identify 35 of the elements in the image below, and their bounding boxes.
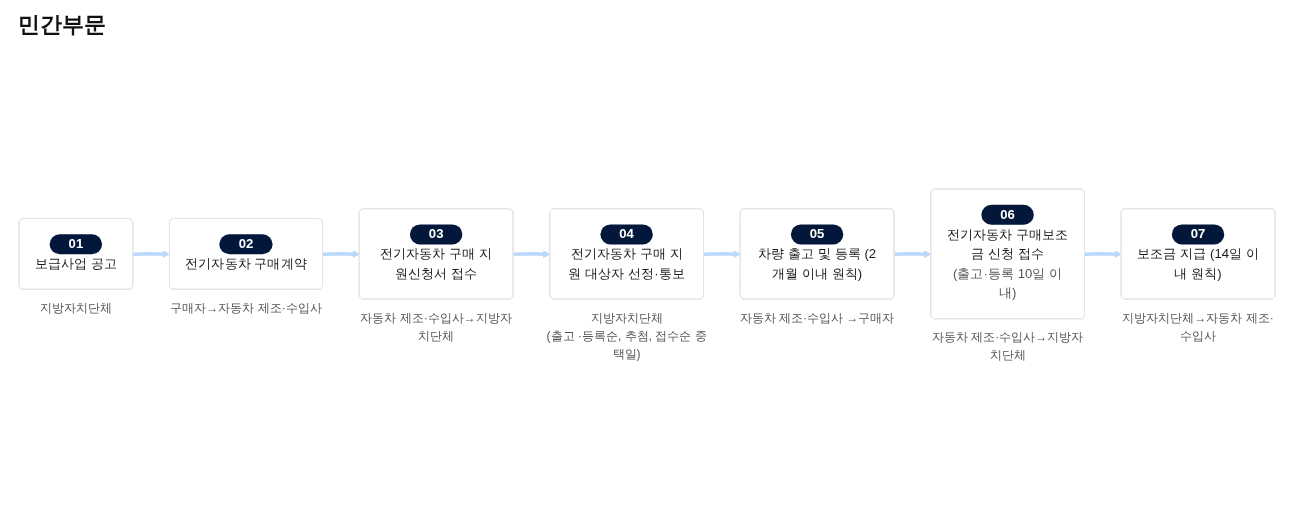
arrow — [133, 249, 171, 258]
process-box — [169, 217, 323, 290]
process-box — [549, 207, 704, 300]
step-caption: 지방자치단체 — [38, 299, 113, 317]
step-label: 전기자동차 구매 지원 대상자 선정·통보 — [568, 245, 685, 280]
step-caption: 구매자→자동차 제조·수입사 — [169, 299, 323, 317]
step-caption: (출고 ·등록순, 추첨, 접수순 중 택일) — [546, 327, 707, 363]
step-caption: 지방자치단체 — [589, 309, 664, 327]
step-caption: 자동차 제조·수입사→지방자치단체 — [359, 309, 513, 345]
step-label: 전기자동차 구매계약 — [185, 255, 307, 271]
step-number-badge: 07 — [1171, 224, 1225, 244]
arrow — [894, 249, 932, 258]
arrow — [703, 249, 741, 258]
step-caption: 지방자치단체→자동차 제조·수입사 — [1121, 309, 1275, 345]
step-number-badge: 05 — [790, 224, 844, 244]
arrow — [513, 249, 551, 258]
step-caption: 자동차 제조·수입사 →구매자 — [738, 309, 896, 327]
arrow — [322, 249, 361, 258]
step-label: 보조금 지급 (14일 이내 원칙) — [1137, 245, 1259, 280]
process-box — [930, 188, 1085, 319]
step-label: 차량 출고 및 등록 (2개월 이내 원칙) — [758, 245, 877, 280]
process-box — [739, 207, 895, 300]
step-number-badge: 06 — [981, 204, 1035, 224]
step-number-badge: 03 — [409, 224, 463, 244]
section-title: 민간부문 — [18, 11, 106, 39]
process-box — [1120, 207, 1276, 300]
step-label: 전기자동차 구매 지원신청서 접수 — [380, 245, 493, 280]
step-caption: 자동차 제조·수입사→지방자치단체 — [930, 329, 1085, 365]
process-box — [18, 217, 134, 290]
process-box — [358, 207, 514, 300]
step-note: (출고·등록 10일 이내) — [952, 265, 1063, 300]
arrow — [1084, 249, 1122, 258]
step-label: 전기자동차 구매보조금 신청 접수 — [946, 225, 1069, 261]
step-label: 보급사업 공고 — [34, 255, 118, 271]
step-number-badge: 04 — [600, 224, 654, 244]
